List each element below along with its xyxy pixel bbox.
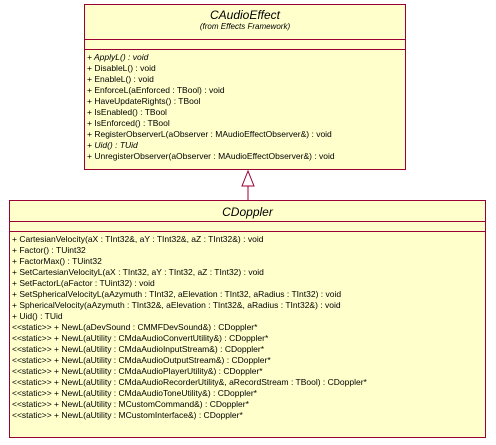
class-header: CAudioEffect (from Effects Framework) [85, 5, 405, 40]
operation-row: <<static>> + NewL(aUtility : CMdaAudioPl… [12, 366, 263, 376]
operation-row: <<static>> + NewL(aUtility : CMdaAudioTo… [12, 388, 257, 398]
generalization-arrowhead [241, 169, 255, 187]
operation-row: + ApplyL() : void [87, 52, 149, 62]
operation-row: + Uid() : TUid [87, 140, 138, 150]
class-cdoppler[interactable]: CDoppler + CartesianVelocity(aX : TInt32… [9, 200, 486, 438]
operation-row: <<static>> + NewL(aUtility : CMdaAudioRe… [12, 377, 367, 387]
operation-row: <<static>> + NewL(aDevSound : CMMFDevSou… [12, 322, 258, 332]
class-package-note: (from Effects Framework) [199, 22, 291, 31]
operation-row: + EnableL() : void [87, 74, 154, 84]
class-name: CDoppler [222, 205, 273, 219]
attributes-compartment [85, 40, 405, 50]
class-name: CAudioEffect [209, 8, 281, 22]
operation-row: + SetFactorL(aFactor : TUint32) : void [12, 278, 155, 288]
operation-row: + DisableL() : void [87, 63, 156, 73]
operation-row: + FactorMax() : TUint32 [12, 256, 102, 266]
operations-compartment: + CartesianVelocity(aX : TInt32&, aY : T… [10, 232, 485, 421]
operation-row: + EnforceL(aEnforced : TBool) : void [87, 85, 225, 95]
operation-row: <<static>> + NewL(aUtility : CMdaAudioOu… [12, 355, 271, 365]
operation-row: + Uid() : TUid [12, 311, 63, 321]
class-header: CDoppler [10, 201, 485, 222]
operation-row: + SphericalVelocity(aAzymuth : TInt32&, … [12, 300, 341, 310]
operation-row: <<static>> + NewL(aUtility : MCustomInte… [12, 410, 243, 420]
operation-row: <<static>> + NewL(aUtility : CMdaAudioIn… [12, 344, 265, 354]
operation-row: + SetCartesianVelocityL(aX : TInt32, aY … [12, 267, 264, 277]
operation-row: + CartesianVelocity(aX : TInt32&, aY : T… [12, 234, 264, 244]
operation-row: + IsEnabled() : TBool [87, 107, 167, 117]
operation-row: + Factor() : TUint32 [12, 245, 86, 255]
operation-row: + IsEnforced() : TBool [87, 118, 170, 128]
attributes-compartment [10, 222, 485, 232]
class-caudioeffect[interactable]: CAudioEffect (from Effects Framework) + … [84, 4, 406, 170]
operation-row: + UnregisterObserver(aObserver : MAudioE… [87, 151, 335, 161]
operation-row: + RegisterObserverL(aObserver : MAudioEf… [87, 129, 332, 139]
operation-row: + HaveUpdateRights() : TBool [87, 96, 201, 106]
operations-compartment: + ApplyL() : void+ DisableL() : void+ En… [85, 50, 405, 162]
operation-row: <<static>> + NewL(aUtility : CMdaAudioCo… [12, 333, 269, 343]
operation-row: <<static>> + NewL(aUtility : MCustomComm… [12, 399, 249, 409]
operation-row: + SetSphericalVelocityL(aAzymuth : TInt3… [12, 289, 342, 299]
